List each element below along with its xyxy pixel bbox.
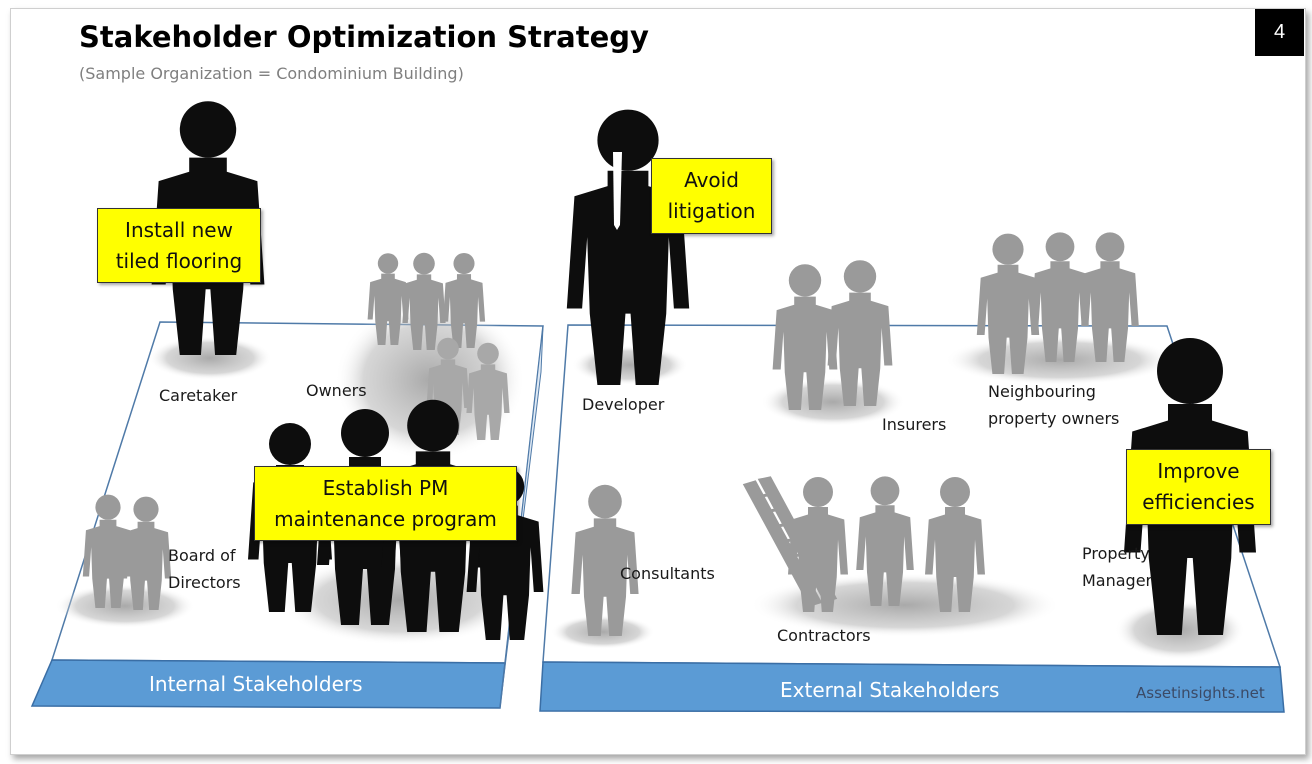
label-caretaker: Caretaker — [159, 386, 238, 405]
callout-improve-efficiencies: Improve efficiencies — [1126, 449, 1271, 525]
label-contractors: Contractors — [777, 626, 871, 645]
page-subtitle: (Sample Organization = Condominium Build… — [79, 64, 464, 83]
external-platform — [539, 324, 1285, 713]
external-band — [539, 661, 1285, 713]
band-label-internal: Internal Stakeholders — [149, 672, 363, 696]
page-number-badge: 4 — [1255, 9, 1304, 56]
callout-establish-pm-program: Establish PM maintenance program — [254, 466, 517, 541]
gray-figures — [82, 232, 1139, 636]
developer-figure — [566, 109, 690, 385]
label-property-manager: Property Manager — [1082, 544, 1153, 590]
label-owners: Owners — [306, 381, 367, 400]
label-board-of-directors: Board of Directors — [168, 546, 241, 592]
label-insurers: Insurers — [882, 415, 947, 434]
band-label-external: External Stakeholders — [780, 678, 1000, 702]
label-consultants: Consultants — [620, 564, 715, 583]
watermark: Assetinsights.net — [1136, 684, 1265, 702]
black-figures — [151, 101, 1256, 640]
callout-install-flooring: Install new tiled flooring — [97, 208, 261, 283]
contractors-figures — [742, 476, 985, 612]
callout-avoid-litigation: Avoid litigation — [651, 158, 772, 234]
page-title: Stakeholder Optimization Strategy — [79, 20, 649, 54]
label-neighbouring-property-owners: Neighbouring property owners — [988, 382, 1120, 428]
label-developer: Developer — [582, 395, 665, 414]
